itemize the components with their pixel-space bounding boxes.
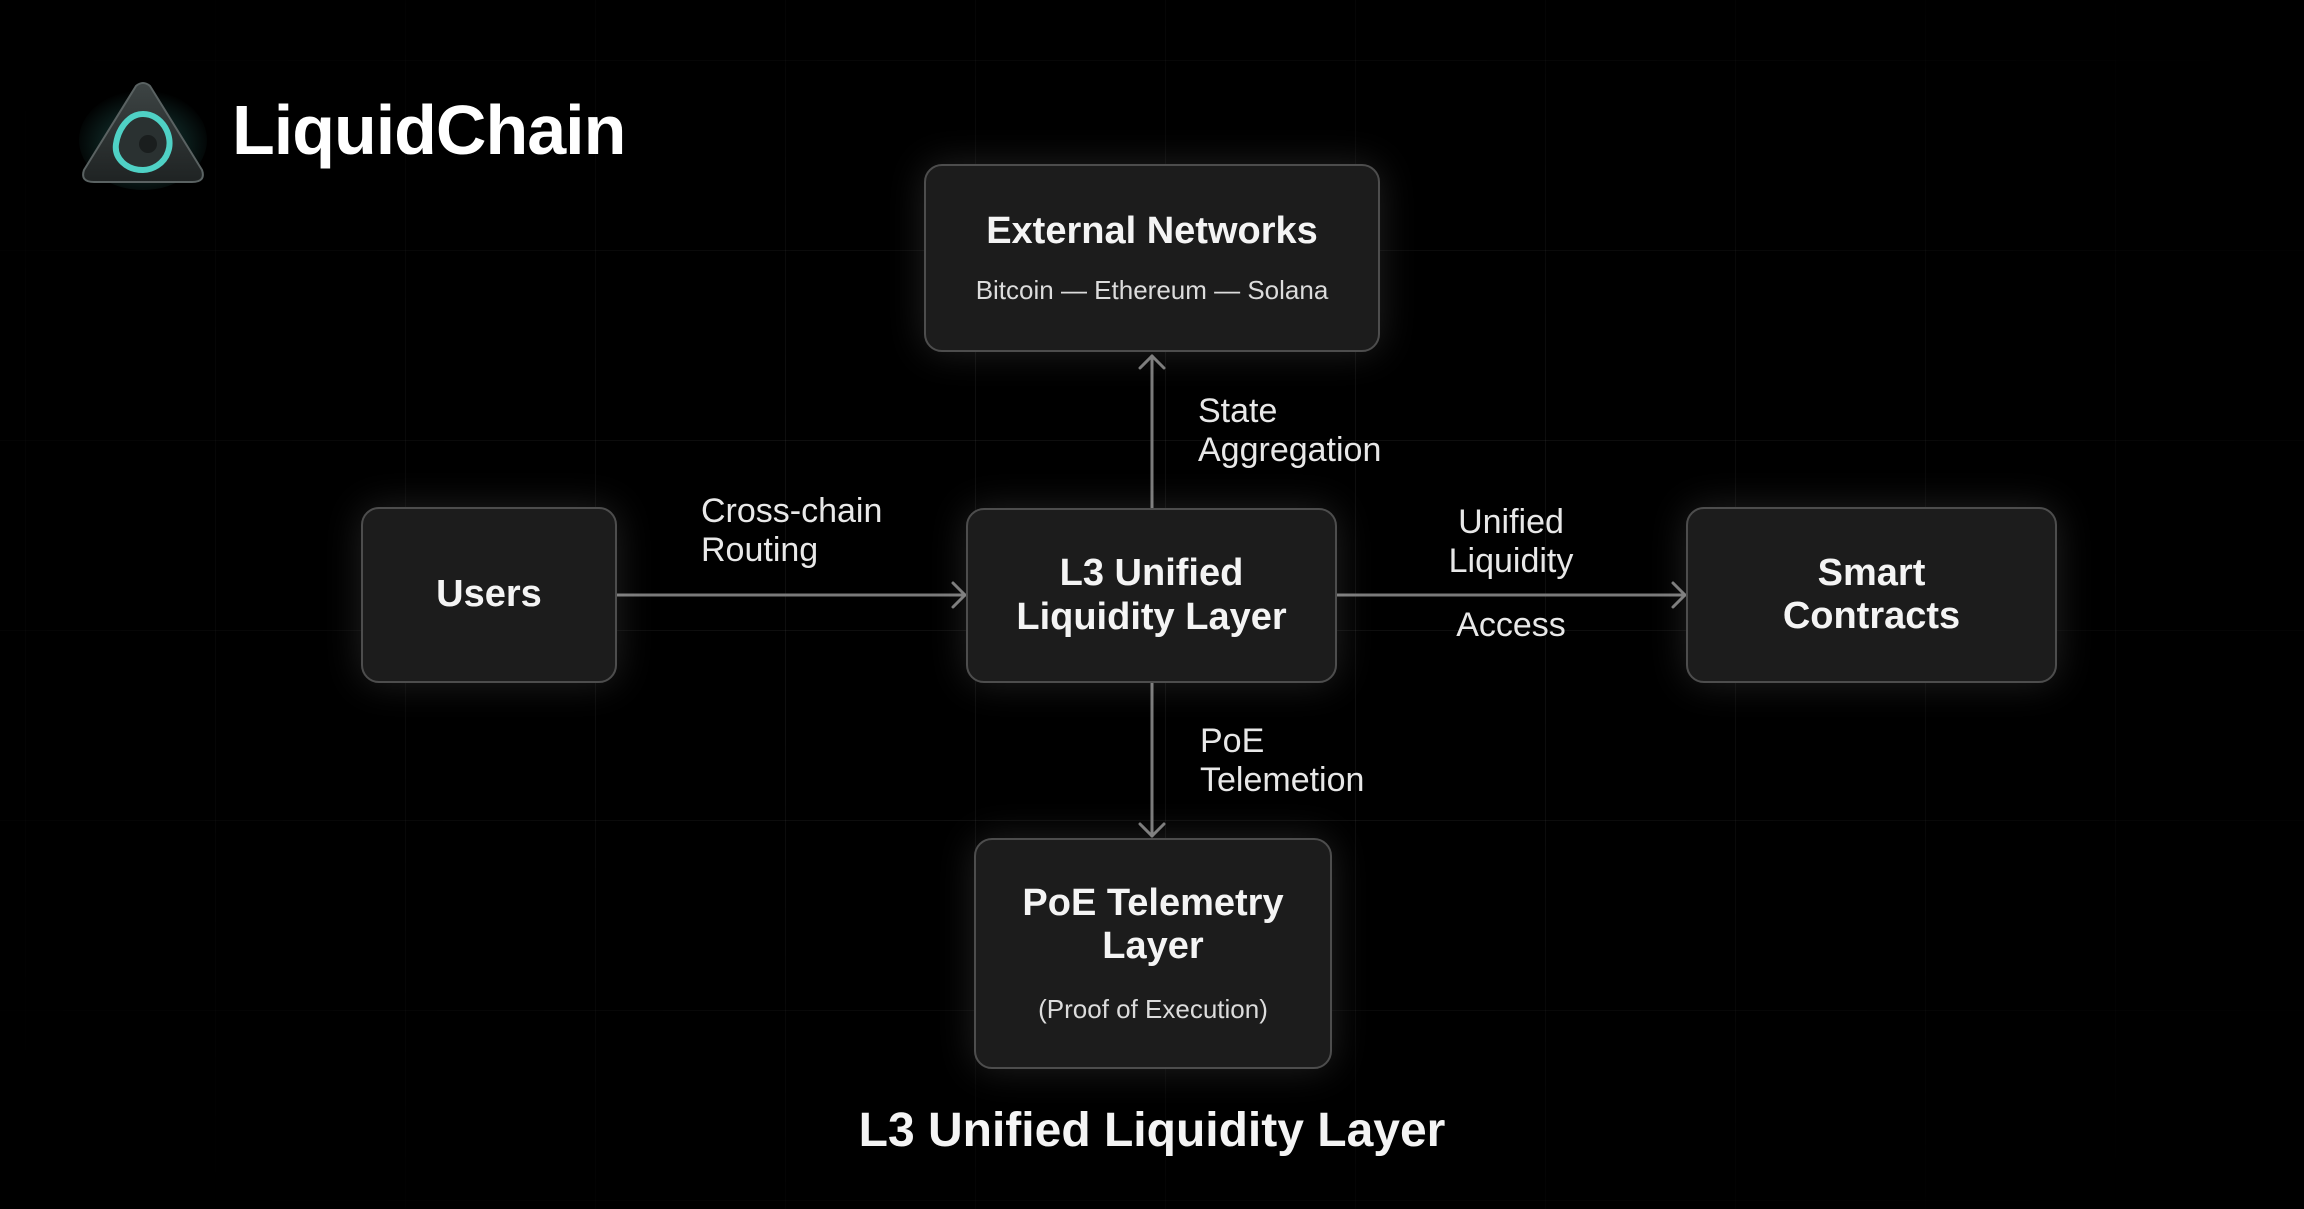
node-title-line-1: PoE Telemetry bbox=[1022, 881, 1284, 924]
arrowhead-down bbox=[1138, 822, 1166, 838]
node-smart-contracts: Smart Contracts bbox=[1686, 507, 2057, 683]
node-subtitle: Bitcoin — Ethereum — Solana bbox=[975, 275, 1329, 306]
edge-label-line: Access bbox=[1456, 606, 1566, 644]
node-title-line-2: Contracts bbox=[1782, 595, 1961, 637]
edge-label-poe-telemetion: PoE Telemetion bbox=[1200, 722, 1364, 800]
edge-label-line: PoE bbox=[1200, 722, 1265, 760]
diagram-caption: L3 Unified Liquidity Layer bbox=[858, 1104, 1446, 1157]
edge-label-line: Liquidity bbox=[1448, 542, 1574, 581]
node-title: Users bbox=[436, 573, 542, 616]
node-title-line-1: Smart bbox=[1817, 551, 1926, 594]
edge-label-line: Cross-chain bbox=[701, 492, 883, 530]
node-title-line-1: L3 Unified bbox=[1059, 552, 1244, 595]
edge-label-cross-chain-routing: Cross-chain Routing bbox=[701, 492, 882, 570]
edge-label-line: Telemetion bbox=[1200, 761, 1365, 800]
node-subtitle: (Proof of Execution) bbox=[1038, 994, 1268, 1025]
brand-name: LiquidChain bbox=[232, 91, 626, 169]
edge-label-line: Routing bbox=[701, 531, 819, 570]
node-poe-telemetry-layer: PoE Telemetry Layer (Proof of Execution) bbox=[974, 838, 1332, 1069]
node-l3-unified-liquidity-layer: L3 Unified Liquidity Layer bbox=[966, 508, 1337, 683]
edge-label-line: State bbox=[1198, 392, 1278, 430]
edge-label-access: Access bbox=[1411, 606, 1611, 645]
edge-label-state-aggregation: State Aggregation bbox=[1198, 392, 1381, 470]
liquidchain-logo-icon bbox=[79, 82, 207, 190]
node-title-line-2: Layer bbox=[1102, 925, 1204, 967]
arrowhead-right bbox=[951, 581, 967, 609]
arrowhead-up bbox=[1138, 354, 1166, 370]
edge-label-line: Aggregation bbox=[1198, 431, 1382, 470]
node-users: Users bbox=[361, 507, 617, 683]
edge-label-unified-liquidity: Unified Liquidity bbox=[1411, 503, 1611, 581]
node-external-networks: External Networks Bitcoin — Ethereum — S… bbox=[924, 164, 1380, 352]
node-title-line-2: Liquidity Layer bbox=[1016, 595, 1287, 638]
node-title: External Networks bbox=[986, 209, 1318, 252]
edge-label-line: Unified bbox=[1458, 503, 1564, 541]
arrowhead-right bbox=[1671, 581, 1687, 609]
